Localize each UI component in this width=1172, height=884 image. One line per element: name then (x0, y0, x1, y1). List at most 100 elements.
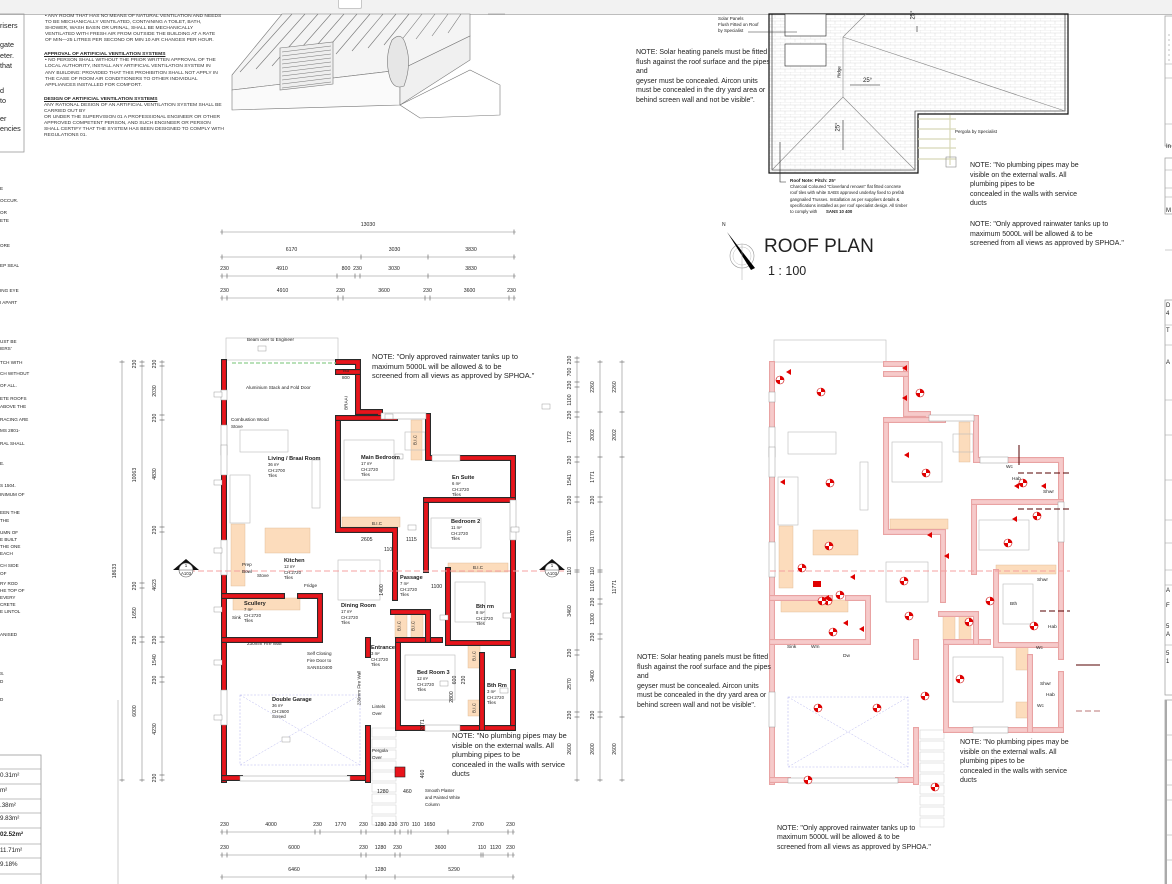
column-label: Column (425, 802, 440, 807)
plumbing-note-line: visible on the external walls. All (970, 171, 1067, 179)
dimension-top-label: 800 (341, 266, 351, 272)
title-block-panel (1164, 15, 1172, 147)
ventilation-spec-line: THE CASE OF ROOM AIR CONDITIONERS TO OTH… (45, 76, 198, 82)
garage-door-slat (281, 81, 332, 89)
toolbar-tab-button[interactable] (338, 0, 362, 9)
spec-text-fragment: S 1504. (0, 483, 16, 488)
dimension-left-label: 4230 (152, 722, 159, 735)
fixture-label: Shwr (1043, 490, 1054, 495)
fixture-label: Wm (811, 645, 820, 650)
room-name: Main Bedroom (361, 455, 400, 461)
spec-text-fragment: RY ROD (0, 581, 18, 586)
spec-text-fragment: OR (0, 210, 7, 215)
dimension-top-label: 4910 (276, 266, 288, 272)
dimension-right-label: 3400 (590, 669, 597, 682)
spec-text-fragment: INIMUM OF (0, 492, 25, 497)
dimension-left-label: 230 (132, 359, 139, 369)
dimension-right-label: 3170 (567, 530, 574, 542)
ridge-label: Ridge (836, 66, 842, 78)
rainwater-note-line: NOTE: "Only approved rainwater tanks up … (970, 221, 1109, 228)
spec-text-fragment: E LINTOL (0, 609, 21, 614)
switch-icon (904, 452, 909, 458)
wall-outline (883, 361, 1064, 525)
roof-plan-title: ROOF PLAN (764, 236, 874, 257)
plumbing-note-line: plumbing pipes to be (452, 750, 521, 760)
dimension-right-label: 230 (590, 632, 597, 641)
room-name: Double Garage (272, 697, 312, 703)
furniture-outline (454, 581, 486, 623)
built-in-cupboard (230, 523, 246, 587)
room-area: 8 m² (476, 610, 485, 615)
dimension-bottom-label: 2700 (472, 822, 484, 828)
room-floor-finish: Tiles (244, 618, 253, 623)
window (424, 724, 461, 732)
spec-text-fragment: CH WITHOUT (0, 371, 30, 376)
ventilation-spec-line: ANY BUILDING: PROVIDED THAT THIS PROHIBI… (45, 70, 218, 76)
light-fill (814, 704, 822, 712)
dimension-bottom-label: 230 (359, 822, 368, 828)
spec-text-fragment: IERS' (0, 346, 12, 351)
ventilation-spec-line: TO BE MECHANICALLY VENTILATED, CONTAININ… (45, 20, 202, 25)
window-tag (439, 614, 449, 621)
solar-note-line: behind screen wall and not be visible". (637, 702, 756, 709)
room-area: 17 m² (341, 609, 352, 614)
dimension-right-label: 110 (590, 566, 597, 576)
furniture-outline (978, 519, 1030, 551)
ventilation-spec-line: ANY RATIONAL DESIGN OF AN ARTIFICIAL VEN… (44, 103, 222, 108)
switch-icon (824, 595, 829, 601)
internal-dimension: 2071 (420, 719, 427, 731)
dimension-right-label: 230 (567, 355, 574, 365)
internal-dimension: 110 (384, 547, 393, 553)
dimension-bottom-label: 370 (400, 822, 409, 828)
roof-tile-line (447, 13, 462, 34)
ventilation-spec-line: OF MIN—25 LITRES PER SECOND OR MIN 10 AI… (45, 38, 214, 43)
ventilation-spec-line: • NO PERSON SHALL WITHOUT THE PRIOR WRIT… (45, 58, 216, 63)
ceiling-light-icon (1032, 511, 1042, 521)
dimension-left-label: 230 (152, 635, 159, 644)
solar-note-line: geyser must be concealed. Aircon units (637, 682, 759, 690)
dimension-left-label: 230 (152, 413, 159, 422)
spec-text-fragment: ING EYE (0, 288, 19, 293)
solar-note-line: NOTE: Solar heating panels must be fitte… (637, 654, 769, 661)
light-fill (1019, 479, 1027, 487)
solar-panel-label: Solar Panels (718, 16, 744, 21)
plumbing-note-line: visible on the external walls. All (960, 748, 1057, 756)
bic-label: B.I.C (471, 650, 477, 662)
window-tag (407, 524, 417, 531)
ceiling-light-icon (1029, 621, 1039, 631)
ceiling-light-icon (920, 691, 930, 701)
dimension-right-label: 1100 (590, 579, 597, 592)
spec-text-fragment: EACH (0, 551, 13, 556)
dimension-right-label: 2600 (567, 742, 574, 755)
fixture-label: Shwr (1040, 682, 1051, 687)
dimension-right-label: 230 (567, 648, 574, 657)
room-area: 17 m² (361, 461, 372, 466)
plumbing-note-line: ducts (452, 769, 470, 779)
dimension-right-label: 230 (567, 410, 574, 419)
window-tag (541, 403, 551, 410)
ventilation-spec-line: LOCAL AUTHORITY, INSTALL ANY ARTIFICIAL … (45, 64, 211, 70)
ceiling-light-icon (985, 596, 995, 606)
solar-panel-label: Flush Fitted on Roof (718, 22, 759, 27)
furniture-outline (239, 429, 289, 453)
ceiling-light-icon (915, 388, 925, 398)
pergola-post (945, 156, 957, 168)
spec-text-fragment: I APART (0, 300, 18, 305)
stove-label: Combustion Wood (231, 417, 269, 422)
dimension-bottom-label: 3600 (434, 845, 447, 851)
room-area: 7 m² (244, 607, 253, 612)
roof-pitch-label: 25° (863, 78, 873, 84)
room-floor-finish: Tiles (284, 575, 293, 580)
room-floor-finish: Tiles (371, 662, 380, 667)
pergola-paving (371, 727, 397, 738)
roof-outline (768, 13, 1069, 174)
north-label: N (722, 222, 726, 228)
window (431, 454, 461, 462)
room-floor-finish: Tiles (361, 472, 370, 477)
internal-dimension: 1115 (406, 537, 417, 543)
wall (222, 594, 322, 642)
garage-door-slat (281, 45, 332, 53)
built-in-cupboard (410, 419, 423, 461)
spec-text-fragment: ORE (0, 243, 10, 248)
pergola-paving (919, 773, 945, 784)
